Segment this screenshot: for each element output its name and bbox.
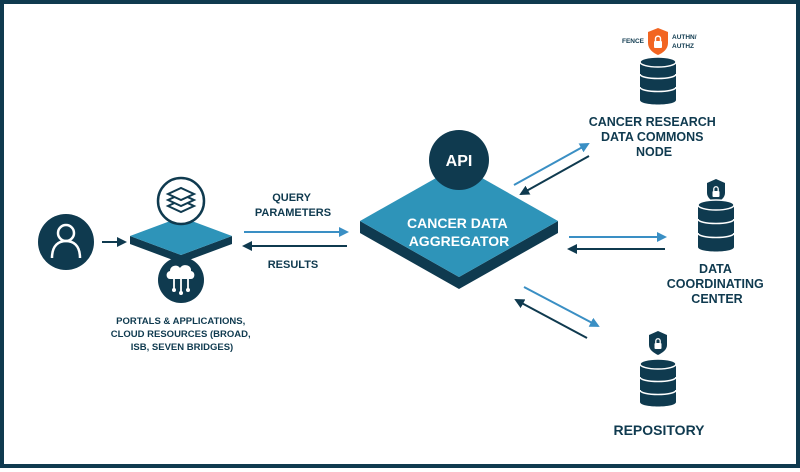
to-repository-arrow — [523, 286, 600, 327]
user-node — [38, 214, 94, 270]
crdc-label-line: CANCER RESEARCH — [589, 115, 716, 129]
repository-shield-lock-icon — [649, 331, 667, 355]
repository-database-icon — [639, 358, 677, 407]
api-badge: API — [429, 130, 489, 190]
architecture-diagram: PORTALS & APPLICATIONS, CLOUD RESOURCES … — [38, 28, 767, 438]
crdc-label-line: NODE — [636, 145, 672, 159]
query-label-line: PARAMETERS — [255, 207, 331, 219]
dcc-shield-lock-icon — [707, 179, 725, 203]
aggregator-label-line: CANCER DATA — [407, 215, 507, 231]
dcc-label-line: DATA — [699, 262, 732, 276]
dcc-database-icon — [697, 199, 735, 252]
results-label: RESULTS — [268, 259, 319, 271]
authn-label-line: AUTHZ — [672, 43, 694, 50]
dcc-label-line: CENTER — [691, 292, 742, 306]
cloud-network-icon — [158, 257, 204, 303]
portals-label-line: PORTALS & APPLICATIONS, — [116, 316, 245, 327]
dcc-label: DATA COORDINATING CENTER — [667, 262, 767, 306]
to-crdc-arrow — [513, 143, 590, 186]
fence-label: FENCE — [622, 38, 645, 45]
crdc-database-icon — [639, 56, 677, 105]
from-crdc-arrow — [519, 155, 590, 195]
crdc-label: CANCER RESEARCH DATA COMMONS NODE — [589, 115, 720, 159]
portals-label-line: ISB, SEVEN BRIDGES) — [131, 342, 233, 353]
authn-label-line: AUTHN/ — [672, 34, 697, 41]
aggregator-label: CANCER DATA AGGREGATOR — [407, 215, 511, 249]
aggregator-label-line: AGGREGATOR — [409, 233, 510, 249]
aggregator-platform: CANCER DATA AGGREGATOR — [360, 165, 558, 289]
repository-label: REPOSITORY — [613, 422, 705, 438]
query-parameters-label: QUERY PARAMETERS — [255, 192, 331, 219]
layers-icon — [156, 176, 206, 226]
api-label: API — [446, 153, 473, 170]
authn-label: AUTHN/ AUTHZ — [672, 34, 698, 50]
query-label-line: QUERY — [272, 192, 311, 204]
portals-label: PORTALS & APPLICATIONS, CLOUD RESOURCES … — [111, 316, 254, 353]
from-repository-arrow — [514, 299, 588, 339]
crdc-label-line: DATA COMMONS — [601, 130, 704, 144]
orange-shield-lock-icon — [648, 28, 668, 55]
user-icon — [50, 223, 82, 259]
dcc-label-line: COORDINATING — [667, 277, 764, 291]
portals-label-line: CLOUD RESOURCES (BROAD, — [111, 329, 251, 340]
